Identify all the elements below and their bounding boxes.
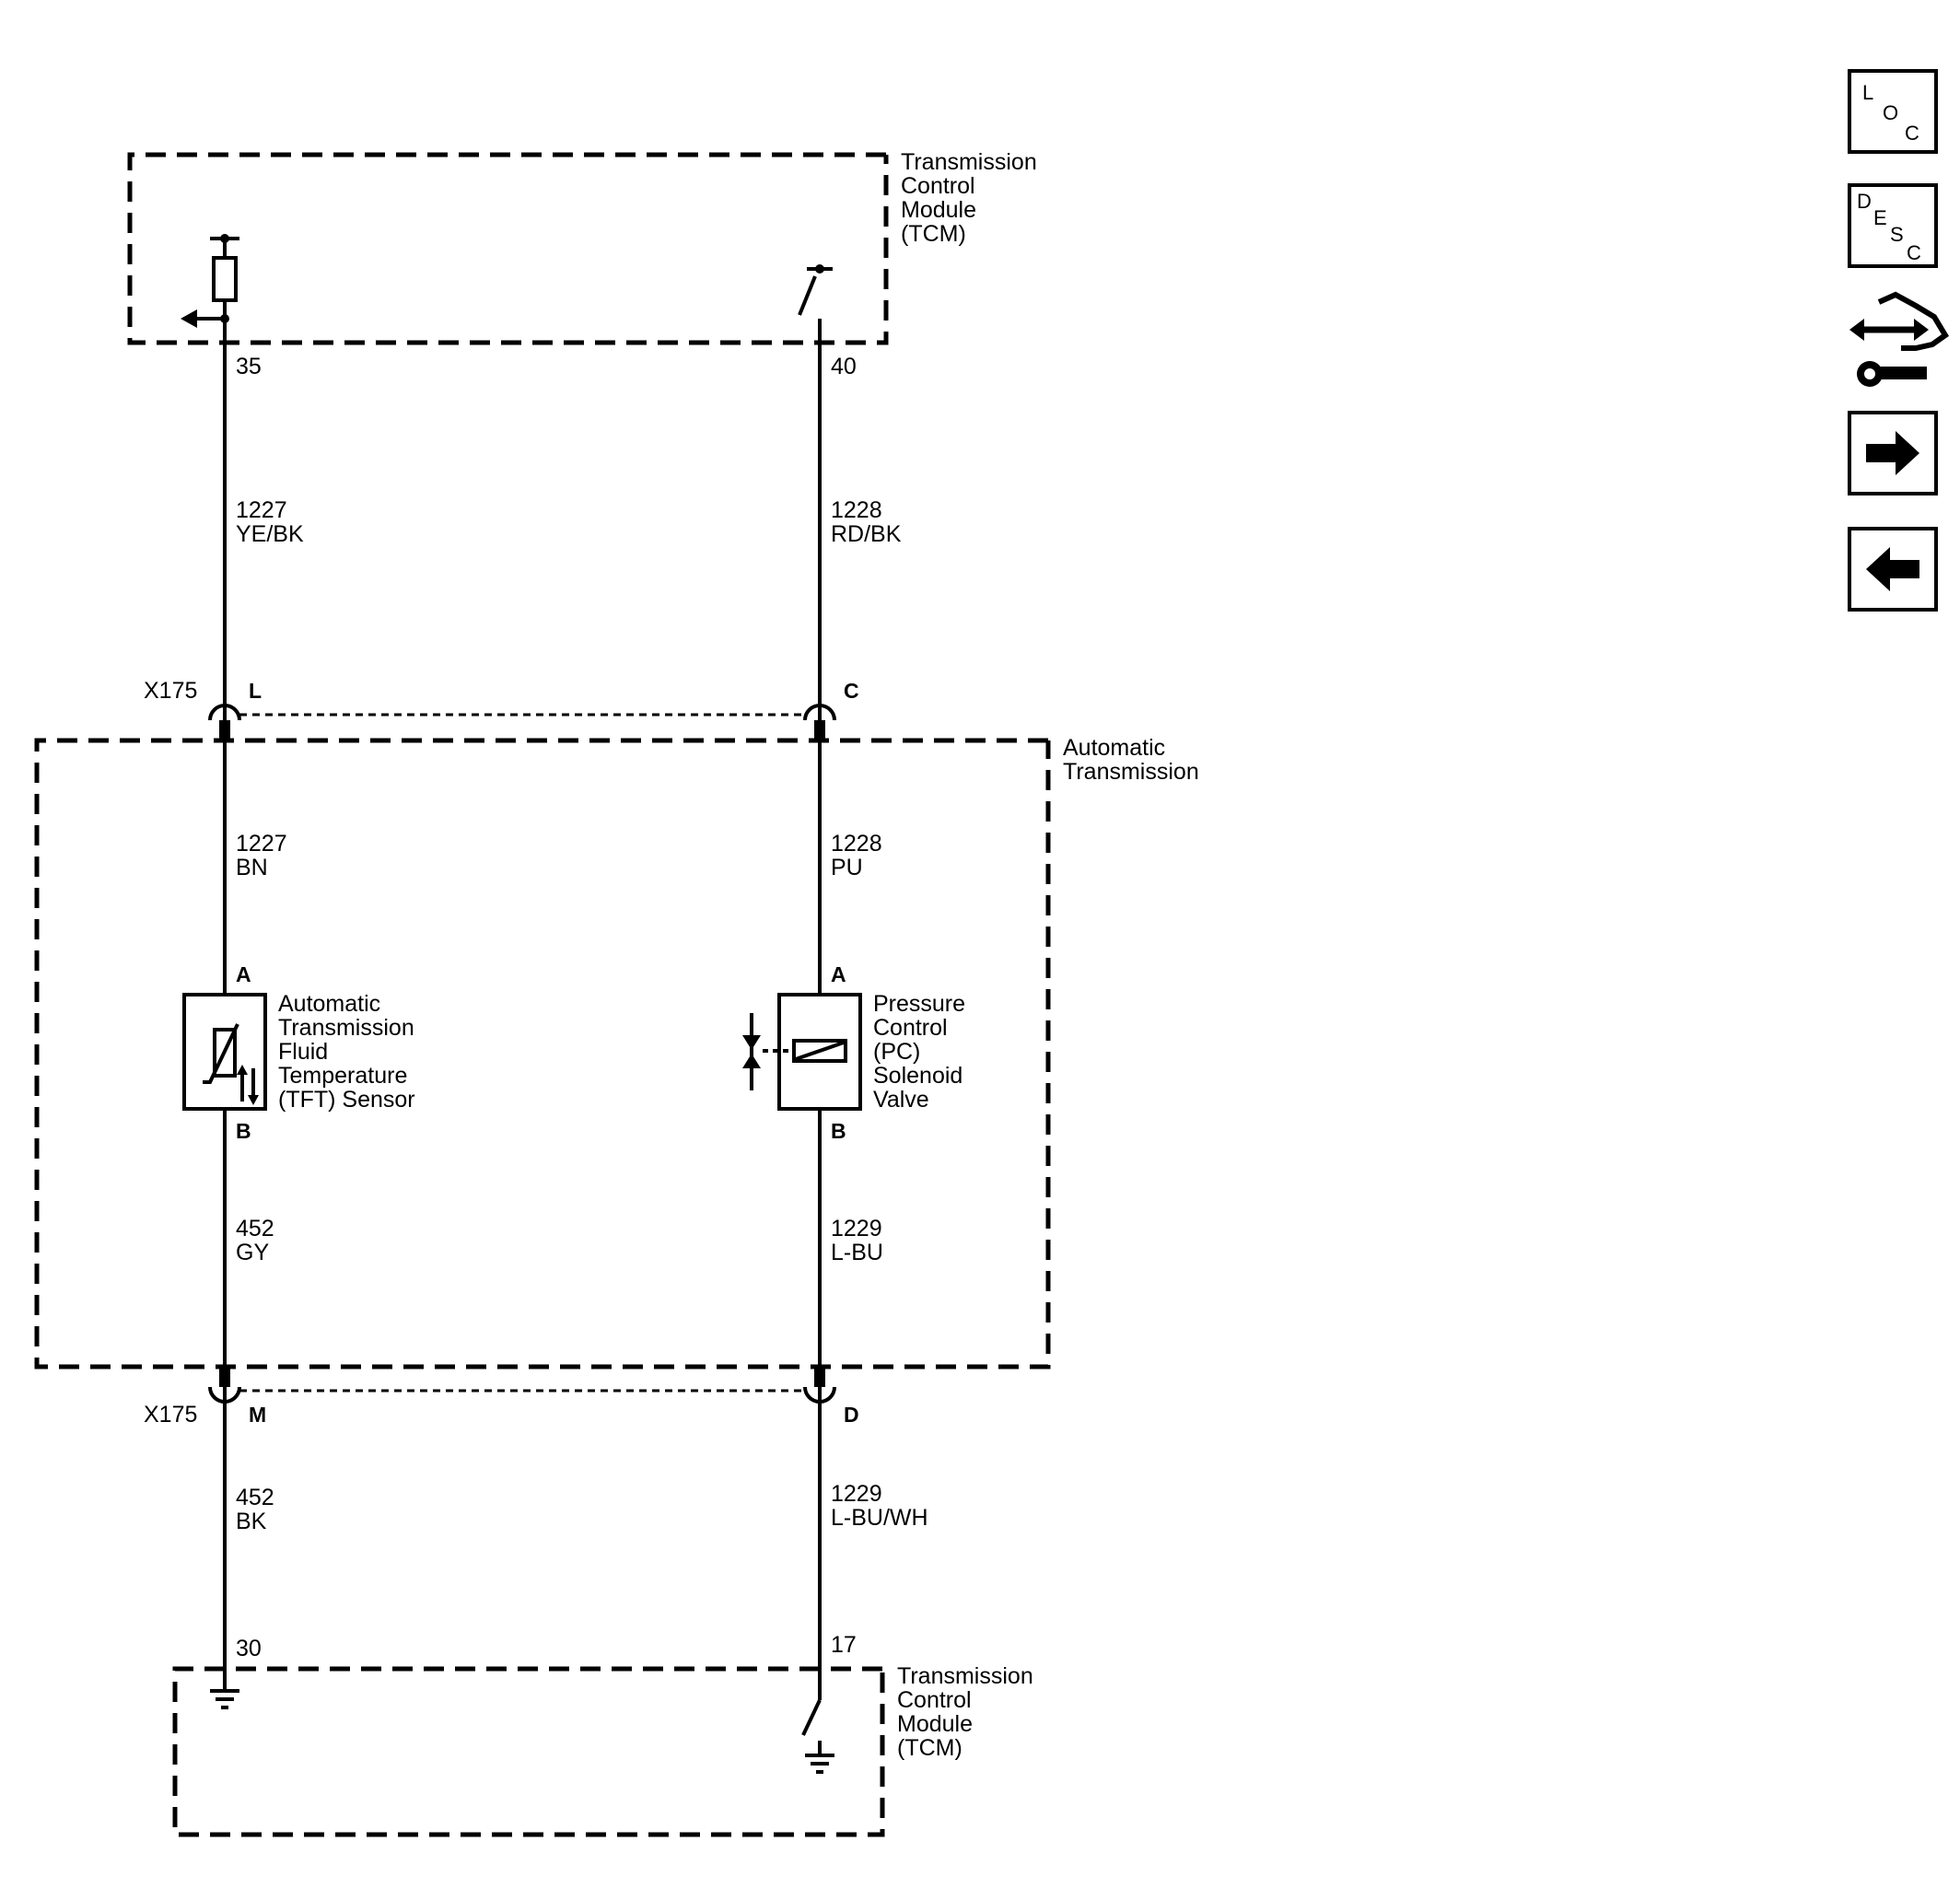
connector-lower-name: X175	[144, 1402, 197, 1428]
wire-1229-low-color: L-BU	[831, 1240, 883, 1265]
wire-1227-top-color: YE/BK	[236, 521, 304, 547]
wire-452-low-color: GY	[236, 1240, 269, 1265]
connector-x175-lower: X175 M D	[144, 1367, 859, 1428]
pc-label-4: Solenoid	[873, 1063, 962, 1089]
pc-solenoid-valve: A B Pressure Control (PC) Solenoid Valve	[742, 962, 965, 1143]
previous-page-button[interactable]	[1848, 527, 1938, 612]
nav-buttons: L O C D E S C	[1848, 69, 1949, 612]
connector-upper-name: X175	[144, 678, 197, 704]
desc-letter-c: C	[1907, 241, 1921, 264]
wire-1229-bot-color: L-BU/WH	[831, 1505, 928, 1531]
tcm-bottom-module: Transmission Control Module (TCM)	[172, 1663, 1033, 1837]
connector-pinout-icon[interactable]	[1849, 291, 1949, 387]
desc-button[interactable]: D E S C	[1848, 183, 1938, 268]
ground-left-icon	[210, 1689, 239, 1709]
wire-1227-mid-color: BN	[236, 855, 268, 880]
wire-1229-low-circuit: 1229	[831, 1216, 882, 1241]
tcm-pullup-resistor-icon	[181, 234, 239, 328]
wire-452-bot-color: BK	[236, 1509, 267, 1534]
desc-letter-s: S	[1890, 223, 1904, 246]
pc-label-5: Valve	[873, 1087, 929, 1113]
pc-pin-a: A	[831, 962, 846, 986]
tft-sensor: A B Automatic Transmission Fluid Tempera…	[182, 962, 415, 1143]
tcm-low-side-switch-icon	[801, 1699, 822, 1736]
connector-lower-pin-d: D	[844, 1403, 859, 1427]
loc-button[interactable]: L O C	[1848, 69, 1938, 154]
tcm-top-label-4: (TCM)	[901, 221, 966, 247]
wire-1229-bot-circuit: 1229	[831, 1481, 882, 1507]
wire-1228-top-circuit: 1228	[831, 497, 882, 523]
thermistor-icon	[203, 1023, 259, 1105]
tcm-bottom-label-3: Module	[897, 1711, 973, 1737]
wire-452-bot-circuit: 452	[236, 1485, 274, 1510]
valve-actuator-icon	[742, 1013, 794, 1090]
tcm-pin-40: 40	[831, 354, 857, 379]
loc-letter-l: L	[1862, 81, 1873, 104]
transmission-label-2: Transmission	[1063, 759, 1199, 785]
wire-1228-top-color: RD/BK	[831, 521, 902, 547]
tcm-top-label-1: Transmission	[901, 149, 1037, 175]
connector-lower-pin-m: M	[249, 1403, 266, 1427]
arrow-right-icon	[1866, 431, 1919, 475]
tcm-pin-35: 35	[236, 354, 262, 379]
tcm-bottom-label-1: Transmission	[897, 1663, 1033, 1689]
loc-letter-c: C	[1905, 122, 1919, 145]
pc-label-2: Control	[873, 1015, 948, 1041]
tcm-top-label-3: Module	[901, 197, 976, 223]
pc-pin-b: B	[831, 1119, 846, 1143]
tcm-top-outline	[127, 152, 889, 345]
tcm-pin-17: 17	[831, 1632, 857, 1658]
tft-label-4: Temperature	[278, 1063, 407, 1089]
connector-upper-pin-l: L	[249, 679, 262, 703]
loc-letter-o: O	[1883, 101, 1898, 124]
tcm-top-module: Transmission Control Module (TCM)	[127, 149, 1037, 345]
desc-letter-d: D	[1857, 190, 1872, 213]
tft-label-3: Fluid	[278, 1039, 328, 1065]
wire-1227-mid-circuit: 1227	[236, 831, 287, 857]
transmission-label-1: Automatic	[1063, 735, 1165, 761]
tcm-bottom-label-2: Control	[897, 1687, 972, 1713]
tft-pin-b: B	[236, 1119, 251, 1143]
next-page-button[interactable]	[1848, 411, 1938, 495]
tft-label-1: Automatic	[278, 991, 380, 1017]
tft-pin-a: A	[236, 962, 251, 986]
tcm-pin-30: 30	[236, 1636, 262, 1661]
wire-1227-top-circuit: 1227	[236, 497, 287, 523]
wire-1228-mid-color: PU	[831, 855, 863, 880]
pc-label-3: (PC)	[873, 1039, 920, 1065]
tft-label-5: (TFT) Sensor	[278, 1087, 415, 1113]
tcm-top-label-2: Control	[901, 173, 975, 199]
wire-1228-mid-circuit: 1228	[831, 831, 882, 857]
transmission-outline	[34, 738, 1051, 1369]
tcm-high-side-switch-icon	[798, 264, 833, 316]
tcm-bottom-outline	[172, 1666, 885, 1837]
ground-right-icon	[805, 1741, 834, 1774]
connector-x175-upper: X175 L C	[144, 678, 859, 740]
tft-label-2: Transmission	[278, 1015, 414, 1041]
arrow-left-icon	[1866, 547, 1919, 591]
wire-452-low-circuit: 452	[236, 1216, 274, 1241]
connector-upper-pin-c: C	[844, 679, 859, 703]
pc-label-1: Pressure	[873, 991, 965, 1017]
desc-letter-e: E	[1873, 206, 1887, 229]
tcm-bottom-label-4: (TCM)	[897, 1735, 962, 1761]
automatic-transmission-module: Automatic Transmission	[34, 735, 1199, 1369]
